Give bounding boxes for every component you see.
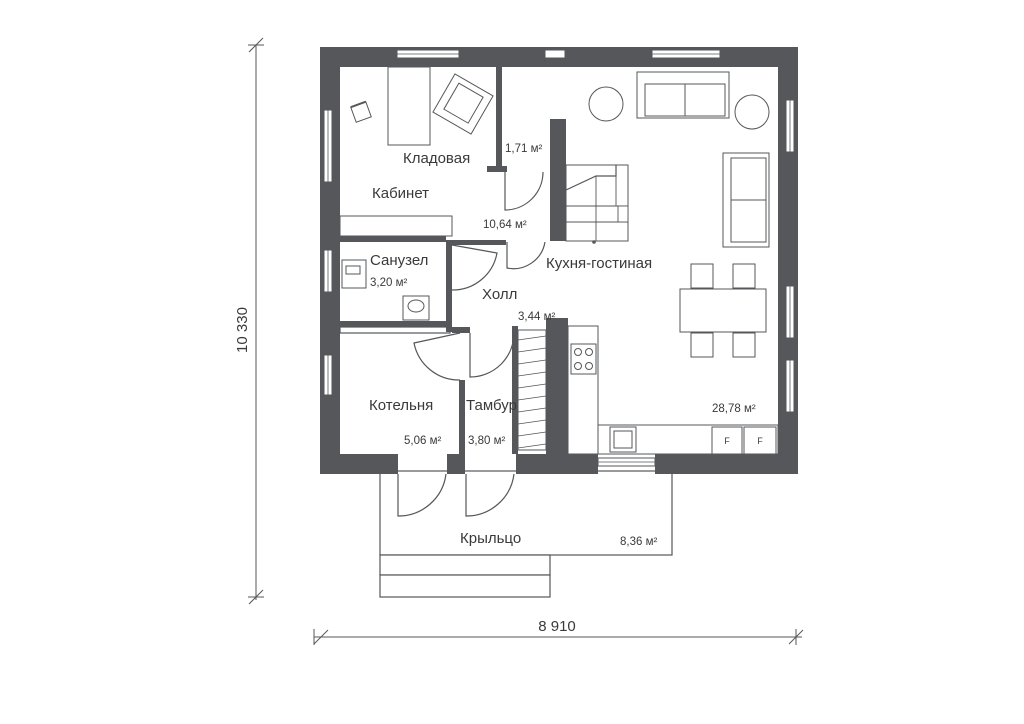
dining-set [679, 263, 767, 358]
boiler-area: 5,06 м² [404, 435, 441, 447]
porch-area: 8,36 м² [620, 536, 657, 548]
porch-name: Крыльцо [460, 530, 521, 547]
stairs [565, 164, 629, 244]
height-dimension-label: 10 330 [234, 307, 251, 353]
windows [323, 49, 795, 467]
boiler-name: Котельня [369, 397, 433, 414]
interior-walls [339, 67, 568, 454]
bathroom-name: Санузел [370, 252, 428, 269]
study-name: Кабинет [372, 185, 429, 202]
living-furniture [588, 71, 770, 248]
fridge-right-label: F [757, 436, 763, 446]
width-dimension: 8 910 [313, 618, 804, 645]
fridge-left-label: F [724, 436, 730, 446]
study-furniture [339, 66, 494, 237]
wardrobe [517, 329, 547, 451]
bathroom-area: 3,20 м² [370, 277, 407, 289]
hall-name: Холл [482, 286, 517, 303]
hall-area: 3,44 м² [518, 311, 555, 323]
room-labels: Кладовая 1,71 м² Кабинет 10,64 м² Санузе… [369, 143, 756, 548]
storage-area: 1,71 м² [505, 143, 542, 155]
study-area: 10,64 м² [483, 219, 527, 231]
height-dimension: 10 330 [234, 37, 264, 605]
bathroom-fixtures [341, 259, 430, 321]
doors [397, 171, 546, 517]
kitchen-counters: F F [567, 325, 779, 455]
storage-name: Кладовая [403, 150, 470, 167]
kitchen-living-name: Кухня-гостиная [546, 255, 652, 272]
vestibule-area: 3,80 м² [468, 435, 505, 447]
vestibule-name: Тамбур [466, 397, 517, 414]
porch [379, 470, 673, 598]
kitchen-living-area: 28,78 м² [712, 403, 756, 415]
width-dimension-label: 8 910 [538, 618, 576, 635]
